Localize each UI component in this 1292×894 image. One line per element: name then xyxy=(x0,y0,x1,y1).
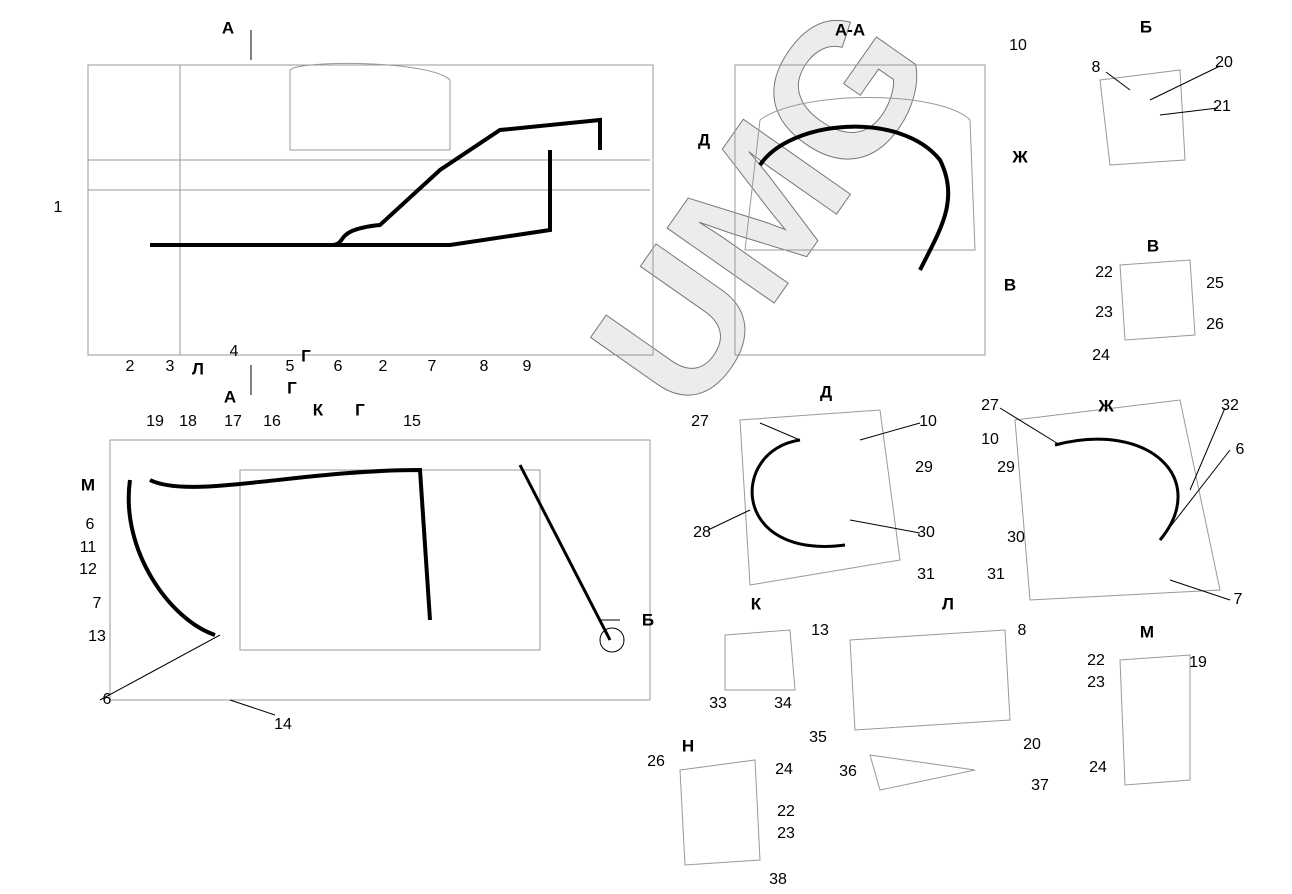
view-label: В xyxy=(1003,275,1017,295)
callout-number: 22 xyxy=(777,803,795,820)
callout-number: 3 xyxy=(165,358,175,375)
callout-number: 19 xyxy=(1189,654,1207,671)
view-label: Б xyxy=(641,610,655,630)
callout-number: 4 xyxy=(229,343,239,360)
callout-number: 20 xyxy=(1023,736,1041,753)
callout-number: 9 xyxy=(522,358,532,375)
callout-number: 7 xyxy=(92,595,102,612)
view-label: К xyxy=(312,400,324,420)
detail-m-outline xyxy=(1119,654,1191,786)
callout-number: 37 xyxy=(1031,777,1049,794)
detail-d-outline xyxy=(739,409,901,586)
callout-number: 24 xyxy=(1092,347,1110,364)
view-label: Д xyxy=(697,130,711,150)
view-label: Д xyxy=(819,382,833,402)
engine-outline xyxy=(88,62,650,355)
callout-number: 7 xyxy=(427,358,437,375)
callout-number: 28 xyxy=(693,524,711,541)
callout-number: 23 xyxy=(1095,304,1113,321)
callout-number: 17 xyxy=(224,413,242,430)
view-label: А xyxy=(221,18,235,38)
callout-number: 36 xyxy=(839,763,857,780)
callout-number: 22 xyxy=(1095,264,1113,281)
callout-number: 2 xyxy=(378,358,388,375)
view-label: Л xyxy=(942,594,954,614)
callout-number: 14 xyxy=(274,716,292,733)
callout-number: 10 xyxy=(1009,37,1027,54)
callout-number: 34 xyxy=(774,695,792,712)
detail-k-outline xyxy=(724,629,796,691)
callout-number: 13 xyxy=(811,622,829,639)
callout-number: 27 xyxy=(981,397,999,414)
callout-number: 8 xyxy=(479,358,489,375)
view-label: К xyxy=(750,594,762,614)
callout-number: 20 xyxy=(1215,54,1233,71)
callout-number: 15 xyxy=(403,413,421,430)
callout-number: 29 xyxy=(997,459,1015,476)
callout-number: 8 xyxy=(1017,622,1027,639)
detail-l-outline xyxy=(849,629,1011,791)
section-aa-engine xyxy=(734,64,986,356)
callout-number: 8 xyxy=(1091,59,1101,76)
callout-number: 21 xyxy=(1213,98,1231,115)
callout-number: 32 xyxy=(1221,397,1239,414)
view-label: Ж xyxy=(1098,396,1114,416)
callout-number: 24 xyxy=(1089,759,1107,776)
callout-number: 33 xyxy=(709,695,727,712)
callout-number: 23 xyxy=(777,825,795,842)
callout-number: 1 xyxy=(53,199,63,216)
callout-number: 29 xyxy=(915,459,933,476)
callout-number: 10 xyxy=(919,413,937,430)
callout-number: 25 xyxy=(1206,275,1224,292)
callout-number: 24 xyxy=(775,761,793,778)
view-label: А-А xyxy=(834,20,866,40)
view-label: Ж xyxy=(1012,147,1028,167)
callout-number: 30 xyxy=(1007,529,1025,546)
callout-number: 6 xyxy=(333,358,343,375)
view-label: В xyxy=(1146,236,1160,256)
oil-pan xyxy=(239,469,541,651)
callout-number: 19 xyxy=(146,413,164,430)
callout-number: 27 xyxy=(691,413,709,430)
bottom-view-chassis xyxy=(109,439,651,701)
view-label: Г xyxy=(355,400,365,420)
view-label: Г xyxy=(301,346,311,366)
view-label: М xyxy=(1139,622,1155,642)
view-label: А xyxy=(223,387,237,407)
callout-number: 10 xyxy=(981,431,999,448)
callout-number: 16 xyxy=(263,413,281,430)
callout-number: 6 xyxy=(102,691,112,708)
callout-number: 30 xyxy=(917,524,935,541)
callout-number: 12 xyxy=(79,561,97,578)
detail-zh-outline xyxy=(1014,399,1221,601)
detail-v-outline xyxy=(1119,259,1196,341)
callout-number: 26 xyxy=(1206,316,1224,333)
hoses xyxy=(126,117,1180,641)
detail-n-outline xyxy=(679,759,761,866)
view-label: Б xyxy=(1139,17,1153,37)
view-label: Л xyxy=(192,359,204,379)
callout-number: 6 xyxy=(1235,441,1245,458)
leader-lines xyxy=(99,30,1231,716)
callout-number: 26 xyxy=(647,753,665,770)
callout-number: 31 xyxy=(917,566,935,583)
callout-number: 13 xyxy=(88,628,106,645)
view-label: Г xyxy=(287,378,297,398)
callout-number: 2 xyxy=(125,358,135,375)
callout-number: 35 xyxy=(809,729,827,746)
callout-number: 6 xyxy=(85,516,95,533)
callout-number: 31 xyxy=(987,566,1005,583)
callout-number: 18 xyxy=(179,413,197,430)
callout-number: 5 xyxy=(285,358,295,375)
callout-number: 38 xyxy=(769,871,787,888)
detail-b-outline xyxy=(1099,69,1186,166)
callout-number: 22 xyxy=(1087,652,1105,669)
callout-number: 7 xyxy=(1233,591,1243,608)
top-view-chassis xyxy=(87,64,654,356)
view-label: М xyxy=(80,475,96,495)
callout-number: 23 xyxy=(1087,674,1105,691)
callout-number: 11 xyxy=(79,539,97,556)
view-label: Н xyxy=(681,736,695,756)
